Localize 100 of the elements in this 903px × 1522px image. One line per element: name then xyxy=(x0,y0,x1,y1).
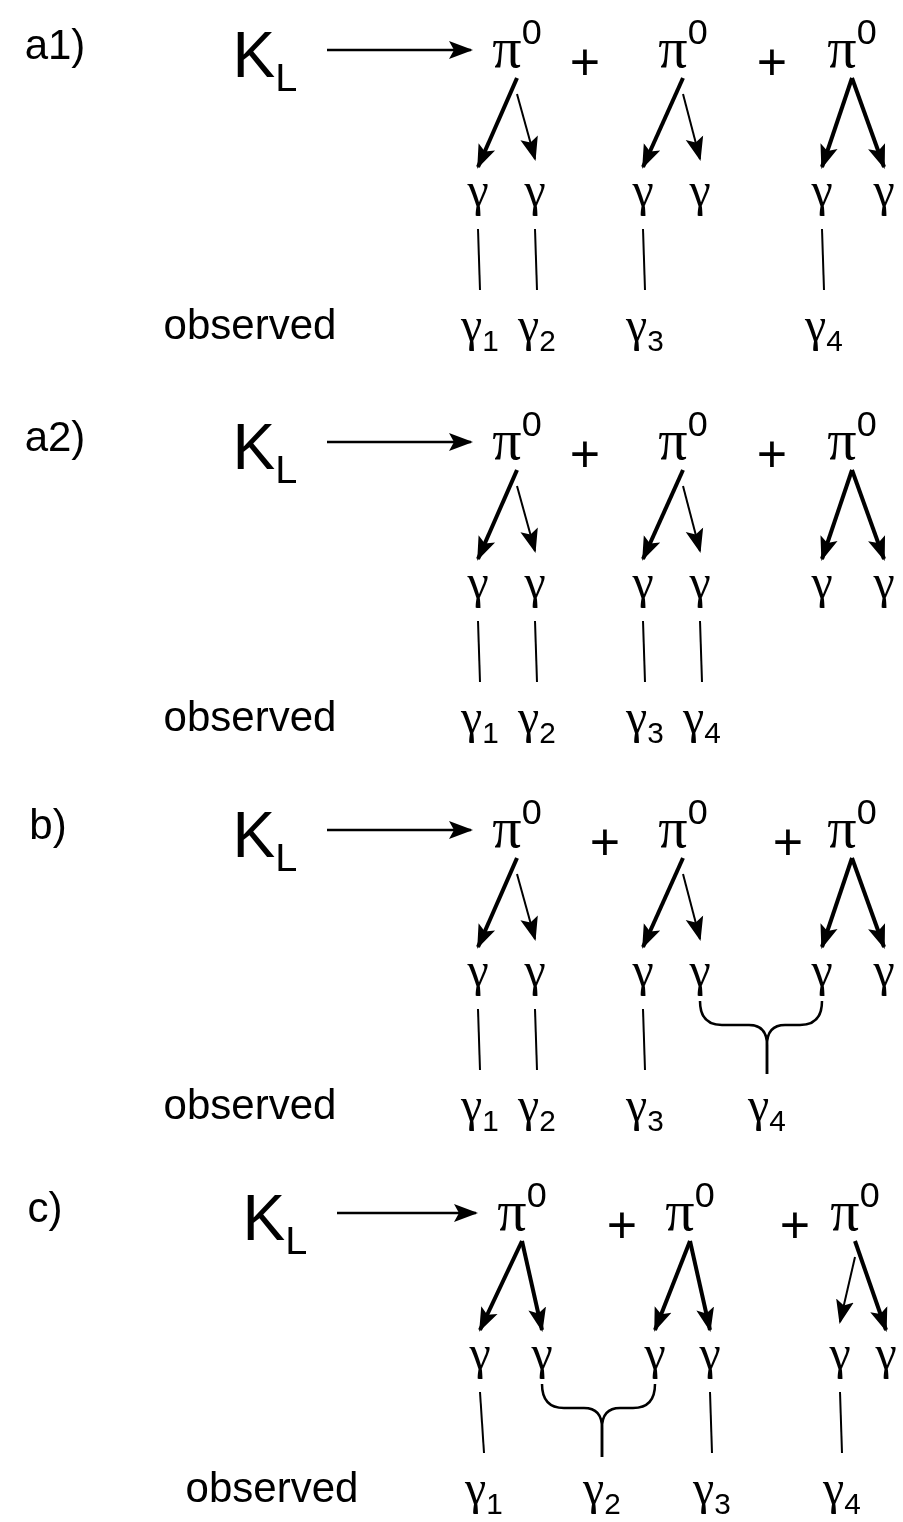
photon-symbol: γ xyxy=(632,946,654,994)
photon-symbol: γ$_{3}$ xyxy=(626,693,664,741)
photon-symbol: γ xyxy=(689,166,711,214)
plus-sign: + xyxy=(779,1199,811,1251)
photon-symbol: γ$_{1}$ xyxy=(465,1464,503,1512)
decay-arrow xyxy=(850,857,886,949)
reaction-arrow xyxy=(337,1204,478,1222)
reaction-arrow xyxy=(327,41,473,59)
photon-symbol: γ$_{3}$ xyxy=(626,1081,664,1129)
photon-symbol: γ xyxy=(524,946,546,994)
connector-line xyxy=(709,1391,713,1454)
particle-symbol: π$^{0}$ xyxy=(658,799,708,857)
photon-symbol: γ xyxy=(873,558,895,606)
panel-label: b) xyxy=(29,804,67,846)
decay-arrow xyxy=(820,77,854,169)
photon-symbol: γ xyxy=(469,1329,491,1377)
decay-arrow xyxy=(850,469,886,561)
connector-line xyxy=(642,620,646,683)
photon-symbol: γ$_{4}$ xyxy=(805,301,843,349)
particle-symbol: π$^{0}$ xyxy=(658,19,708,77)
decay-arrow xyxy=(850,77,886,169)
particle-symbol: π$^{0}$ xyxy=(665,1182,715,1240)
connector-line xyxy=(516,485,538,553)
photon-symbol: γ xyxy=(873,946,895,994)
panel-label: a2) xyxy=(24,416,86,458)
decay-arrow xyxy=(688,1240,714,1332)
connector-line xyxy=(516,873,538,941)
connector-line xyxy=(534,228,538,291)
decay-arrow xyxy=(476,469,519,561)
photon-symbol: γ$_{1}$ xyxy=(461,301,499,349)
panel-label: a1) xyxy=(24,24,86,66)
connector-line xyxy=(642,228,646,291)
decay-arrow xyxy=(641,857,685,949)
photon-symbol: γ$_{2}$ xyxy=(518,693,556,741)
photon-symbol: γ$_{2}$ xyxy=(518,1081,556,1129)
particle-symbol: π$^{0}$ xyxy=(827,799,877,857)
photon-symbol: γ$_{4}$ xyxy=(683,693,721,741)
photon-symbol: γ xyxy=(531,1329,553,1377)
photon-symbol: γ$_{2}$ xyxy=(583,1464,621,1512)
particle-symbol: π$^{0}$ xyxy=(492,19,542,77)
decay-arrow xyxy=(520,1240,546,1332)
brace-connector xyxy=(600,1383,657,1457)
plus-sign: + xyxy=(589,816,621,868)
photon-symbol: γ xyxy=(811,558,833,606)
row-label: observed xyxy=(163,696,337,738)
photon-symbol: γ$_{4}$ xyxy=(748,1081,786,1129)
decay-arrow xyxy=(641,469,685,561)
plus-sign: + xyxy=(606,1199,638,1251)
connector-line xyxy=(516,93,538,161)
connector-line xyxy=(699,620,703,683)
photon-symbol: γ$_{2}$ xyxy=(518,301,556,349)
photon-symbol: γ$_{3}$ xyxy=(626,301,664,349)
photon-symbol: γ xyxy=(467,166,489,214)
decay-arrow xyxy=(478,1240,524,1332)
connector-line xyxy=(682,485,704,553)
decay-arrow xyxy=(820,469,854,561)
row-label: observed xyxy=(185,1467,359,1509)
decay-arrow xyxy=(641,77,685,169)
plus-sign: + xyxy=(772,816,804,868)
photon-symbol: γ$_{3}$ xyxy=(693,1464,731,1512)
reaction-arrow xyxy=(327,821,473,839)
connector-line xyxy=(534,1008,538,1071)
particle-symbol: π$^{0}$ xyxy=(492,799,542,857)
photon-symbol: γ xyxy=(467,946,489,994)
decay-arrow xyxy=(853,1240,888,1332)
photon-symbol: γ$_{1}$ xyxy=(461,693,499,741)
photon-symbol: γ xyxy=(524,558,546,606)
connector-line xyxy=(642,1008,646,1071)
plus-sign: + xyxy=(756,428,788,480)
reaction-arrow xyxy=(327,433,473,451)
photon-symbol: γ xyxy=(689,946,711,994)
photon-symbol: γ xyxy=(811,166,833,214)
photon-symbol: γ xyxy=(644,1329,666,1377)
connector-line xyxy=(534,620,538,683)
decay-arrow xyxy=(476,857,519,949)
photon-symbol: γ xyxy=(689,558,711,606)
connector-line xyxy=(477,228,481,291)
photon-symbol: γ xyxy=(632,558,654,606)
connector-line xyxy=(839,1391,843,1454)
connector-line xyxy=(682,93,704,161)
particle-symbol: π$^{0}$ xyxy=(658,411,708,469)
particle-symbol: π$^{0}$ xyxy=(492,411,542,469)
photon-symbol: γ$_{4}$ xyxy=(823,1464,861,1512)
plus-sign: + xyxy=(756,36,788,88)
photon-symbol: γ xyxy=(875,1329,897,1377)
particle-symbol: π$^{0}$ xyxy=(827,411,877,469)
photon-symbol: γ xyxy=(699,1329,721,1377)
photon-symbol: γ xyxy=(873,166,895,214)
decay-arrow xyxy=(820,857,854,949)
connector-line xyxy=(477,620,481,683)
photon-symbol: γ xyxy=(524,166,546,214)
particle-symbol: π$^{0}$ xyxy=(497,1182,547,1240)
plus-sign: + xyxy=(569,428,601,480)
brace-connector xyxy=(765,1000,824,1074)
row-label: observed xyxy=(163,304,337,346)
decay-arrow xyxy=(476,77,519,169)
photon-symbol: γ xyxy=(811,946,833,994)
connector-line xyxy=(836,1256,856,1324)
photon-symbol: γ xyxy=(467,558,489,606)
plus-sign: + xyxy=(569,36,601,88)
